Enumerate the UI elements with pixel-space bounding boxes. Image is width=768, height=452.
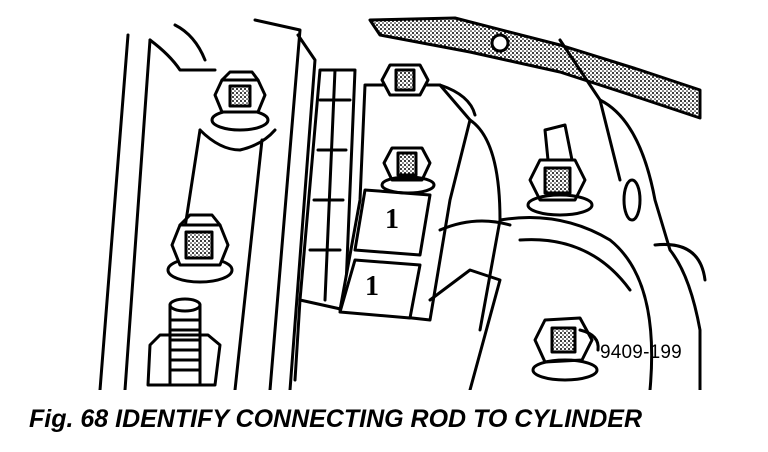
connecting-rod-cap xyxy=(338,83,502,332)
bolt-middle-left xyxy=(166,213,234,284)
figure-caption: Fig. 68 IDENTIFY CONNECTING ROD TO CYLIN… xyxy=(29,405,643,433)
rod-mark-upper: 1 xyxy=(385,204,399,235)
bolt-upper-left xyxy=(178,70,277,390)
rod-bolt-upper xyxy=(380,63,430,97)
engine-illustration: 1 1 xyxy=(98,16,707,390)
gasket-strip xyxy=(368,16,702,120)
bolt-upper-right xyxy=(526,123,594,217)
figure-code: 9409-199 xyxy=(600,342,682,363)
rod-bolt-lower xyxy=(380,146,436,195)
rod-mark-lower: 1 xyxy=(365,271,379,302)
stud-bottom-left xyxy=(146,297,222,387)
right-crank xyxy=(428,38,707,390)
bolt-lower-right xyxy=(531,316,600,382)
block-left-wall xyxy=(98,18,317,390)
